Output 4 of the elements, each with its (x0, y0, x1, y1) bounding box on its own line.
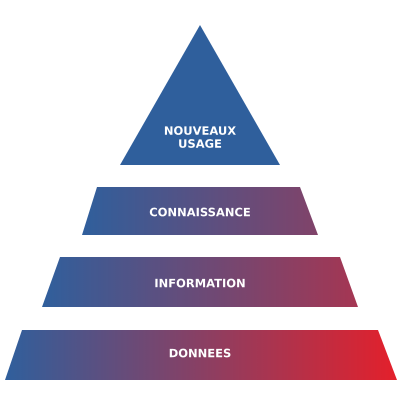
pyramid-apex: NOUVEAUX USAGE (164, 126, 236, 148)
pyramid-layer: INFORMATION (155, 278, 245, 288)
pyramid-layer: CONNAISSANCE (150, 208, 250, 216)
pyramid-layer: DONNEES (170, 348, 230, 358)
